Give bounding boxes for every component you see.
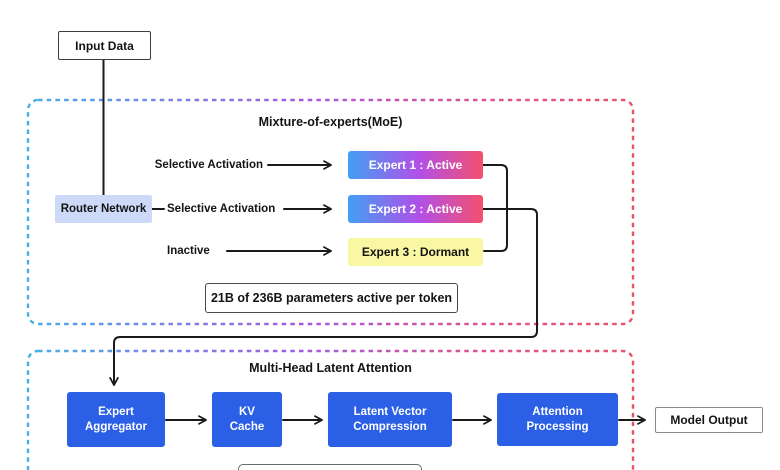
expert-2-box: Expert 2 : Active (348, 195, 483, 223)
activation-label-1: Selective Activation (154, 159, 263, 171)
moe-section-title: Mixture-of-experts(MoE) (258, 115, 403, 129)
expert-aggregator-line2: Aggregator (85, 420, 147, 433)
mla-section-title: Multi-Head Latent Attention (249, 361, 412, 375)
expert-aggregator-box: Expert Aggregator (67, 392, 165, 447)
expert-3-box: Expert 3 : Dormant (348, 238, 483, 266)
latent-vector-compression-line2: Compression (353, 420, 427, 433)
moe-parameters-caption: 21B of 236B parameters active per token (210, 291, 453, 305)
model-output-label: Model Output (670, 413, 748, 427)
kv-cache-box: KV Cache (212, 392, 282, 447)
input-data-box: Input Data (58, 31, 151, 60)
expert-1-label: Expert 1 : Active (368, 158, 463, 172)
activation-label-3: Inactive (167, 245, 210, 257)
expert-2-label: Expert 2 : Active (368, 202, 463, 216)
model-output-box: Model Output (655, 407, 763, 433)
router-network-label: Router Network (60, 203, 147, 215)
latent-vector-compression-line1: Latent Vector (353, 405, 427, 418)
kv-cache-line2: Cache (229, 420, 265, 433)
input-data-label: Input Data (75, 38, 134, 53)
bottom-cutoff-caption-box (238, 464, 422, 470)
moe-parameters-caption-box: 21B of 236B parameters active per token (205, 283, 458, 313)
expert-3-label: Expert 3 : Dormant (361, 245, 470, 259)
expert-1-box: Expert 1 : Active (348, 151, 483, 179)
kv-cache-line1: KV (239, 405, 255, 418)
attention-processing-line2: Processing (526, 420, 589, 433)
expert-aggregator-line1: Expert (98, 405, 134, 418)
attention-processing-line1: Attention (532, 405, 583, 418)
bracket-expert1-expert3 (482, 164, 508, 252)
attention-processing-box: Attention Processing (497, 393, 618, 446)
latent-vector-compression-box: Latent Vector Compression (328, 392, 452, 447)
activation-label-2: Selective Activation (167, 203, 276, 215)
router-network-box: Router Network (55, 195, 152, 223)
